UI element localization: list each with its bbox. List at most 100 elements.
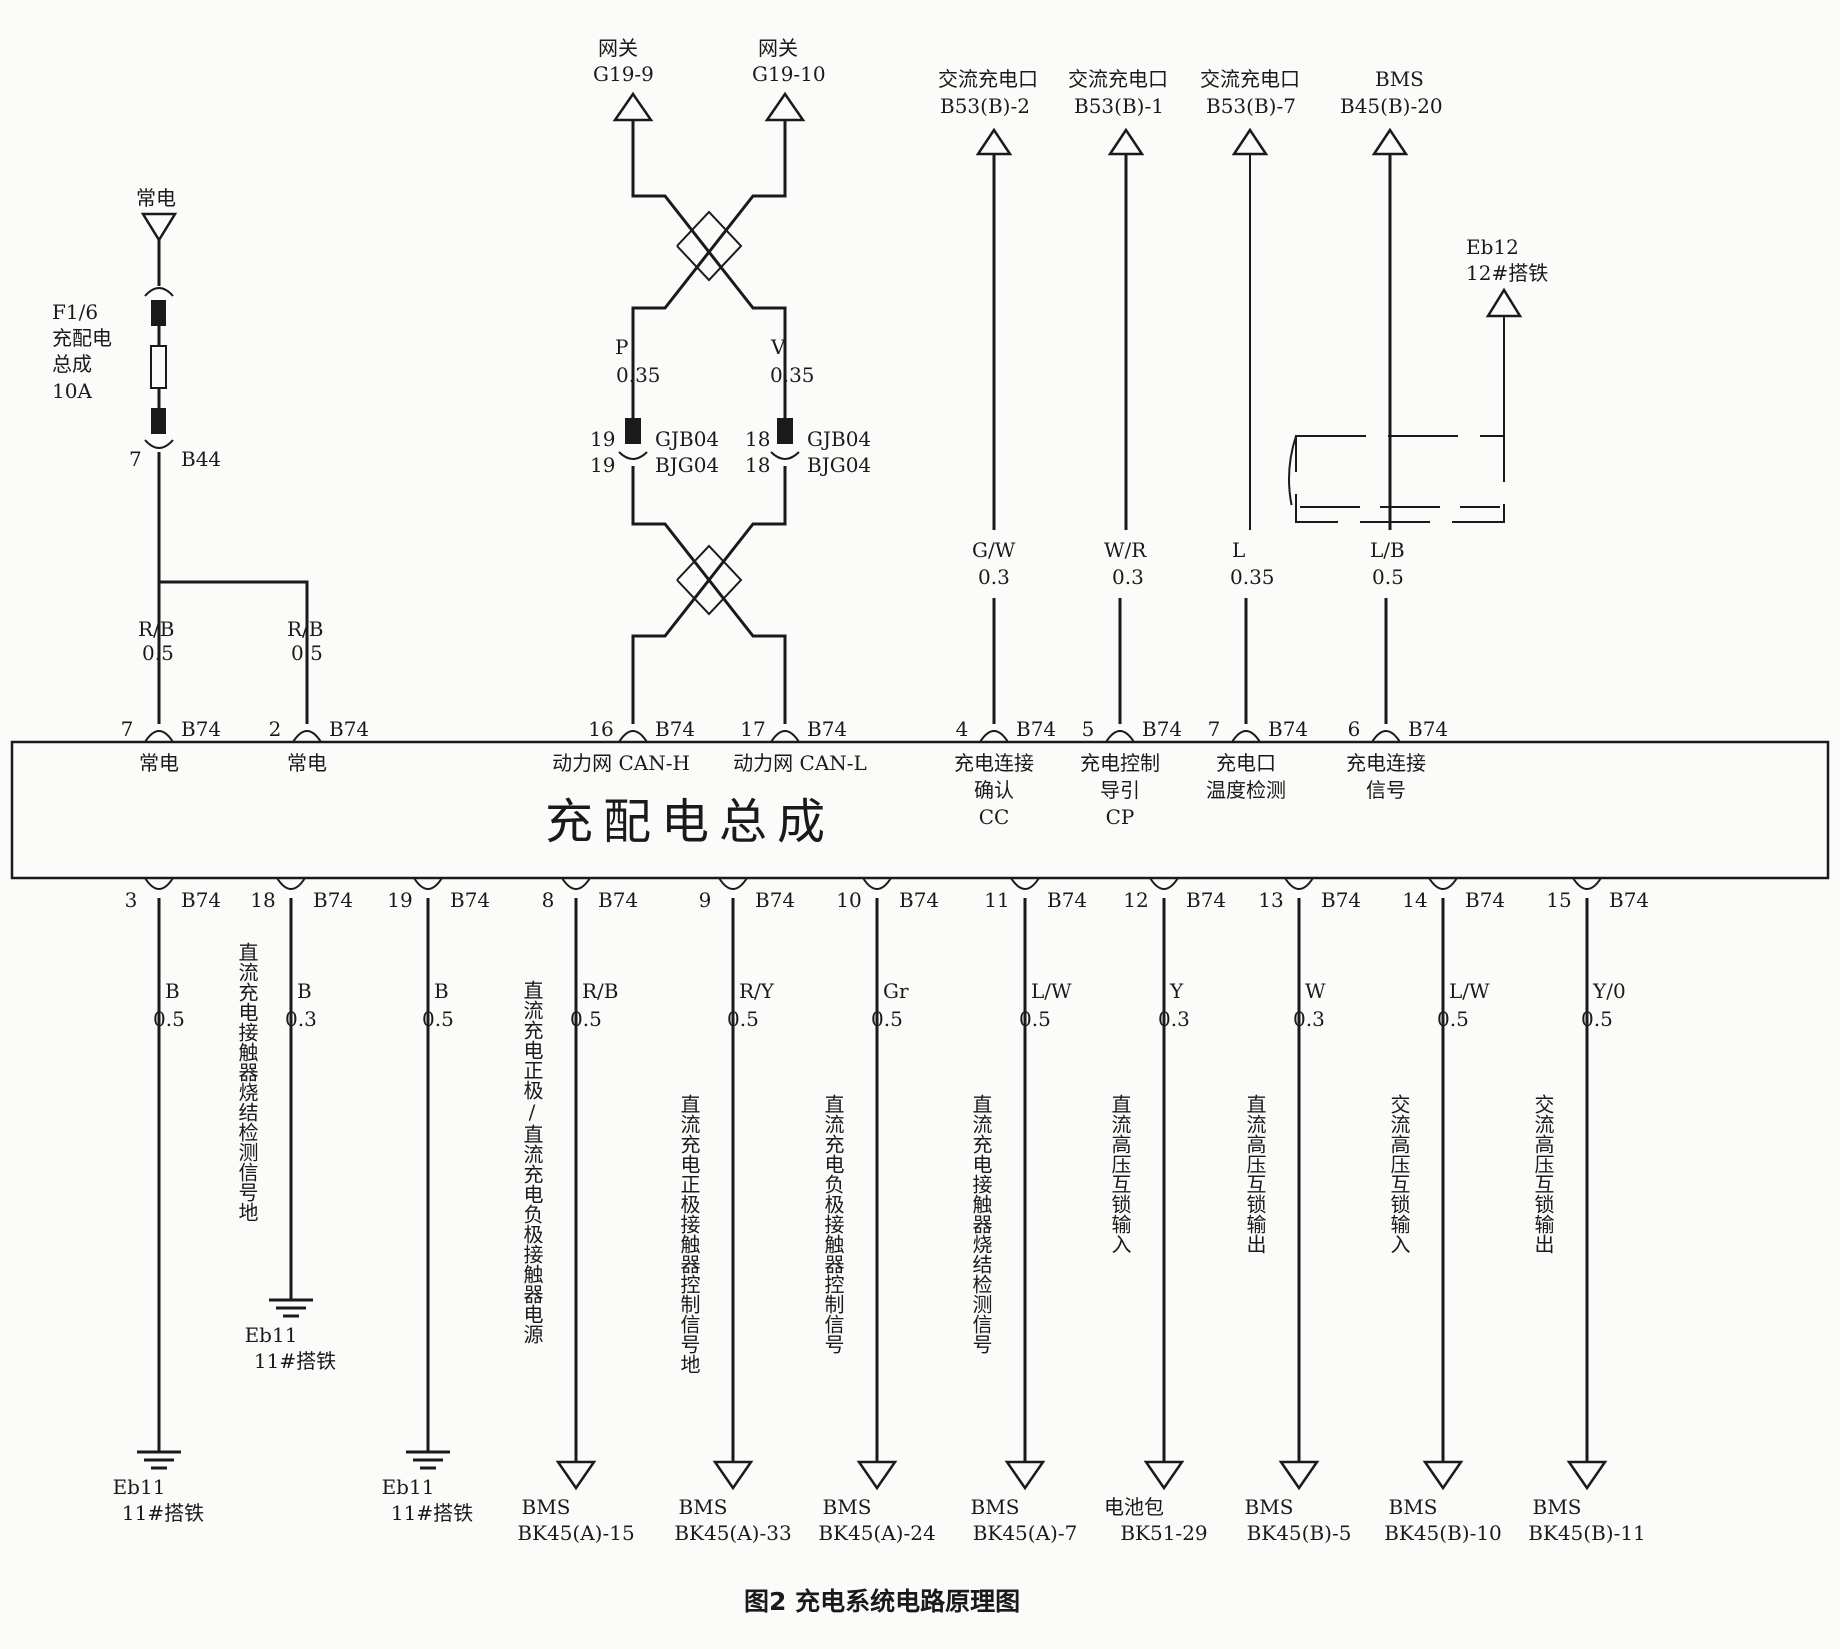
pin-function: 充电连接 xyxy=(954,751,1034,775)
pin-description: 直流高压互锁输出 xyxy=(1243,1094,1267,1254)
wire-size: 0.35 xyxy=(616,363,661,387)
pin-socket-icon xyxy=(718,877,748,890)
fuse-socket-bottom-icon xyxy=(144,439,174,449)
wire-color: B xyxy=(297,979,312,1003)
gateway-right-pin: G19-10 xyxy=(752,62,826,86)
shield-arrow-icon xyxy=(1485,287,1523,318)
twisted-pair-icon xyxy=(676,210,743,282)
wire-color: B xyxy=(434,979,449,1003)
target-id: BMS xyxy=(1389,1495,1438,1519)
pin-connector: B74 xyxy=(1408,717,1448,741)
pin-connector: B74 xyxy=(1047,888,1087,912)
top-target: 交流充电口 B53(B)-7 L 0.35 xyxy=(1200,67,1300,724)
fuse-icon xyxy=(150,345,167,389)
gateway-left-arrow-icon xyxy=(612,91,654,122)
pin-number: 8 xyxy=(542,888,555,912)
pin-number: 13 xyxy=(1258,888,1283,912)
pin-socket-icon xyxy=(1231,730,1261,743)
wire-color: L xyxy=(1232,538,1245,562)
target-pin: B53(B)-2 xyxy=(940,94,1030,118)
target-id: Eb11 xyxy=(245,1323,298,1347)
wire-color: B xyxy=(165,979,180,1003)
pin-number: 15 xyxy=(1546,888,1571,912)
connector-terminal xyxy=(777,418,793,444)
pin-function: 温度检测 xyxy=(1206,778,1286,802)
wire-color: L/W xyxy=(1031,979,1072,1003)
pin-connector: B74 xyxy=(181,717,221,741)
pin-number: 14 xyxy=(1402,888,1427,912)
pin-socket-icon xyxy=(561,877,591,890)
fuse-rating: 10A xyxy=(52,379,92,403)
shield-ground-name: 12#搭铁 xyxy=(1466,261,1548,285)
target-name: BK45(A)-7 xyxy=(973,1521,1078,1545)
fuse-conn-pin: 7 xyxy=(129,447,142,471)
target-id: 电池包 xyxy=(1104,1495,1164,1519)
pin-connector: B74 xyxy=(598,888,638,912)
pin-function: 动力网 CAN-H xyxy=(552,751,690,775)
pin-connector: B74 xyxy=(899,888,939,912)
wire-color: R/B xyxy=(582,979,619,1003)
target-name: BK45(B)-5 xyxy=(1247,1521,1352,1545)
pin-socket-icon xyxy=(618,730,648,743)
wire-color: R/B xyxy=(287,617,324,641)
target-pin: B53(B)-7 xyxy=(1206,94,1296,118)
target-pin: B53(B)-1 xyxy=(1074,94,1164,118)
wire-color: G/W xyxy=(972,538,1016,562)
wire-size: 0.35 xyxy=(1230,565,1275,589)
pin-number: 4 xyxy=(956,717,969,741)
target-arrow-icon xyxy=(555,1460,597,1491)
pin-number: 18 xyxy=(250,888,275,912)
pin-number: 3 xyxy=(125,888,138,912)
target-arrow-icon xyxy=(1143,1460,1185,1491)
target-id: BMS xyxy=(823,1495,872,1519)
wire-size: 0.35 xyxy=(770,363,815,387)
pin-socket-icon xyxy=(1428,877,1458,890)
fuse-terminal-top xyxy=(151,300,166,326)
pin-number: 6 xyxy=(1348,717,1361,741)
wire-color: V xyxy=(770,335,786,359)
pin-function: 常电 xyxy=(139,751,179,775)
target-arrow-icon xyxy=(1278,1460,1320,1491)
power-wire-branch xyxy=(159,580,309,724)
conn-pin: 19 xyxy=(590,453,615,477)
target-arrow-icon xyxy=(856,1460,898,1491)
target-name: BK45(A)-24 xyxy=(818,1521,935,1545)
fuse-conn-id: B44 xyxy=(181,447,221,471)
pin-function: 常电 xyxy=(287,751,327,775)
shield-ground-id: Eb12 xyxy=(1466,235,1519,259)
top-target: 交流充电口 B53(B)-1 W/R 0.3 xyxy=(1068,67,1168,724)
target-arrow-icon xyxy=(1004,1460,1046,1491)
target-name: 11#搭铁 xyxy=(254,1349,336,1373)
connector-socket-icon xyxy=(618,451,648,460)
wire-color: Y xyxy=(1169,979,1184,1003)
conn-id: GJB04 xyxy=(655,427,719,451)
pin-function: 充电连接 xyxy=(1346,751,1426,775)
wire-color: W/R xyxy=(1104,538,1147,562)
target-pin: B45(B)-20 xyxy=(1340,94,1443,118)
module-box xyxy=(10,740,1830,880)
wire-color: W xyxy=(1305,979,1326,1003)
shield-icon xyxy=(1288,435,1505,523)
target-id: BMS xyxy=(1533,1495,1582,1519)
can-wire-cross-1 xyxy=(631,120,787,328)
wire-color: L/W xyxy=(1449,979,1490,1003)
gateway-left-label: 网关 xyxy=(598,36,638,60)
pin-socket-icon xyxy=(1284,877,1314,890)
pin-socket-icon xyxy=(276,877,306,890)
pin-connector: B74 xyxy=(1142,717,1182,741)
target-arrow-icon xyxy=(1107,127,1145,156)
pin-connector: B74 xyxy=(450,888,490,912)
